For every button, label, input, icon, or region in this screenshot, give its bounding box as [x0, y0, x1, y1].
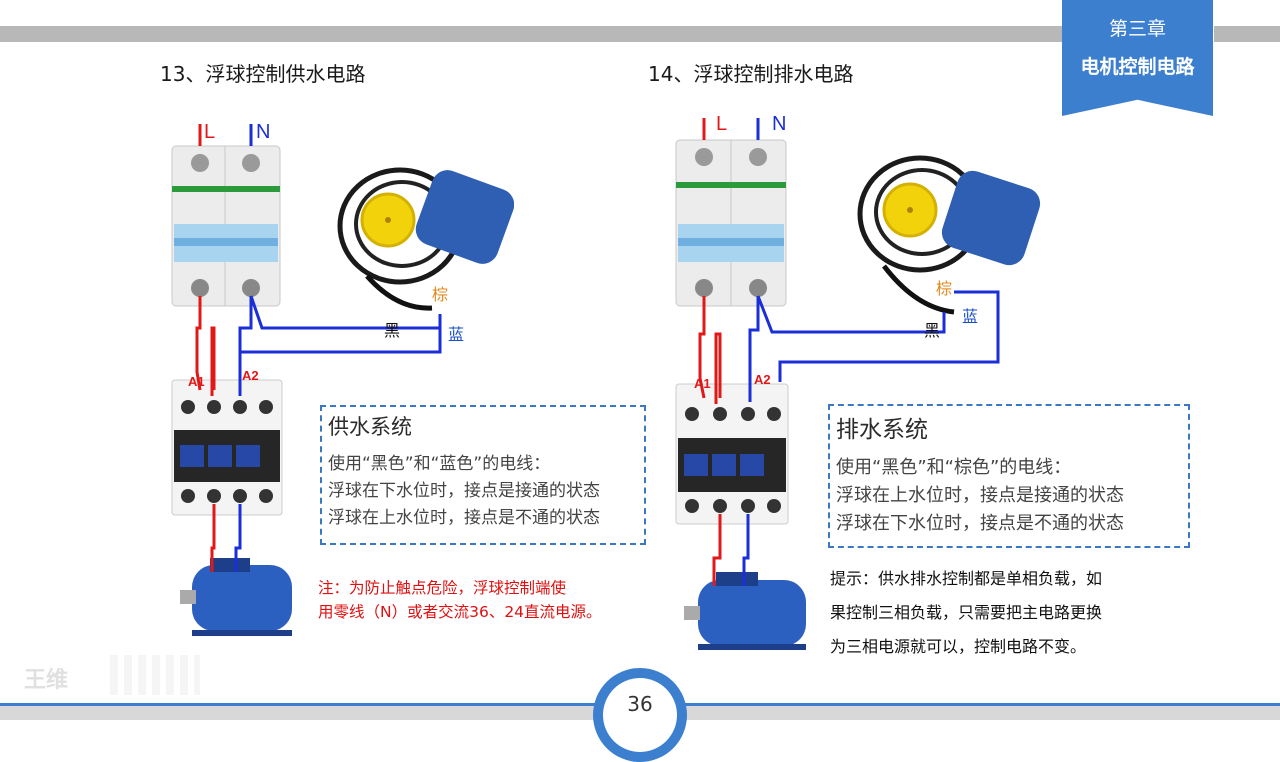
label-L: L: [204, 121, 215, 143]
label-black: 黑: [924, 321, 940, 340]
contactor: [675, 383, 789, 525]
chapter-title: 电机控制电路: [1080, 56, 1195, 78]
label-N: N: [256, 121, 270, 143]
label-blue: 蓝: [448, 325, 464, 344]
label-brown: 棕: [432, 285, 448, 304]
chapter-tab: 第三章 电机控制电路: [1062, 0, 1213, 116]
drain-circuit-diagram: L N 棕 黑 蓝 A1 A2: [654, 102, 1044, 658]
tip-line: 提示：供水排水控制都是单相负载，如: [830, 569, 1103, 588]
supply-box-line: 浮球在上水位时，接点是不通的状态: [328, 508, 600, 528]
tip-line: 为三相电源就可以，控制电路不变。: [830, 637, 1087, 656]
top-decor-bar-right: [1214, 26, 1280, 42]
supply-box-line: 使用“黑色”和“蓝色”的电线：: [328, 454, 551, 474]
motor: [180, 558, 292, 636]
drain-box-line: 浮球在上水位时，接点是接通的状态: [836, 485, 1124, 506]
contactor: [171, 379, 283, 516]
tip-line: 果控制三相负载，只需要把主电路更换: [830, 603, 1103, 622]
top-decor-bar: [0, 26, 1064, 42]
label-brown: 棕: [936, 279, 952, 298]
tip-text: 提示：供水排水控制都是单相负载，如 果控制三相负载，只需要把主电路更换 为三相电…: [830, 562, 1102, 664]
label-N: N: [772, 113, 786, 135]
left-heading: 13、浮球控制供水电路: [160, 62, 366, 86]
drain-box-line: 浮球在下水位时，接点是不通的状态: [836, 513, 1124, 534]
right-heading: 14、浮球控制排水电路: [648, 62, 854, 86]
label-a1: A1: [188, 374, 205, 389]
circuit-breaker: [171, 145, 281, 307]
motor: [684, 572, 806, 650]
label-black: 黑: [384, 321, 400, 340]
label-L: L: [716, 113, 727, 135]
supply-system-box: 供水系统 使用“黑色”和“蓝色”的电线： 浮球在下水位时，接点是接通的状态 浮球…: [320, 405, 646, 545]
label-a2: A2: [242, 368, 259, 383]
supply-box-line: 浮球在下水位时，接点是接通的状态: [328, 481, 600, 501]
label-a2: A2: [754, 372, 771, 387]
supply-circuit-diagram: L N 棕 黑 蓝 A1 A2: [152, 100, 514, 650]
supply-box-title: 供水系统: [328, 415, 412, 439]
drain-box-title: 排水系统: [836, 417, 928, 443]
float-switch: [337, 167, 514, 311]
note-line: 用零线（N）或者交流36、24直流电源。: [318, 603, 602, 621]
note-line: 注：为防止触点危险，浮球控制端使: [318, 579, 567, 597]
label-a1: A1: [694, 376, 711, 391]
float-switch: [857, 155, 1041, 315]
drain-system-box: 排水系统 使用“黑色”和“棕色”的电线： 浮球在上水位时，接点是接通的状态 浮球…: [828, 404, 1190, 548]
watermark-logo: [110, 655, 200, 695]
watermark: 王维: [24, 668, 69, 693]
safety-note: 注：为防止触点危险，浮球控制端使 用零线（N）或者交流36、24直流电源。: [318, 576, 602, 624]
drain-box-line: 使用“黑色”和“棕色”的电线：: [836, 457, 1072, 478]
chapter-number: 第三章: [1108, 18, 1166, 40]
label-blue: 蓝: [962, 307, 978, 326]
circuit-breaker: [675, 139, 787, 307]
page-number: 36: [627, 692, 653, 716]
